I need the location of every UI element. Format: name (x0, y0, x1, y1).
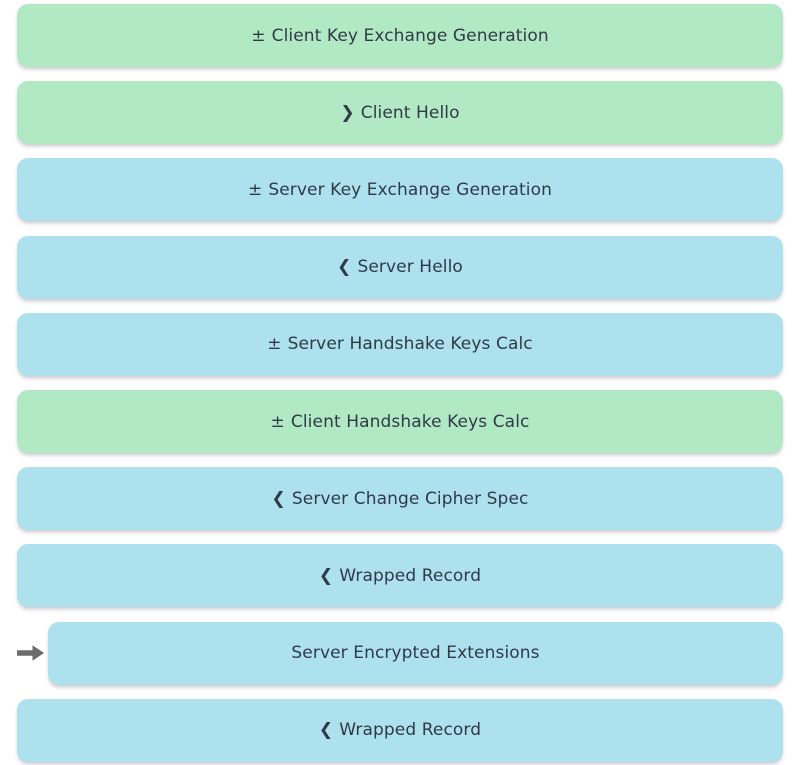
message-text: Server Hello (357, 257, 463, 278)
message-row[interactable]: Server Encrypted Extensions (48, 621, 783, 685)
message-text: Client Hello (360, 102, 460, 123)
right-arrow-icon (16, 642, 46, 664)
message-label: ❮Server Hello (337, 257, 463, 277)
chevron-left-icon: ❮ (337, 257, 352, 278)
message-label: ❯Client Hello (340, 103, 459, 123)
handshake-row-9: Server Encrypted Extensions (0, 621, 800, 685)
handshake-row-1: ±Client Key Exchange Generation (0, 4, 800, 67)
message-text: Client Key Exchange Generation (271, 25, 549, 46)
plus-minus-icon: ± (251, 25, 266, 46)
plus-minus-icon: ± (267, 334, 282, 355)
message-label: ±Server Handshake Keys Calc (267, 334, 532, 354)
handshake-row-7: ❮Server Change Cipher Spec (0, 467, 800, 531)
message-text: Server Handshake Keys Calc (287, 334, 533, 355)
message-row[interactable]: ❮Wrapped Record (17, 544, 783, 608)
message-row[interactable]: ❮Server Hello (17, 235, 783, 299)
handshake-row-6: ±Client Handshake Keys Calc (0, 390, 800, 453)
chevron-left-icon: ❮ (318, 720, 334, 741)
chevron-left-icon: ❮ (271, 488, 286, 509)
message-row[interactable]: ±Client Handshake Keys Calc (17, 390, 783, 453)
handshake-row-4: ❮Server Hello (0, 235, 800, 299)
handshake-row-8: ❮Wrapped Record (0, 544, 800, 608)
message-row[interactable]: ❯Client Hello (17, 81, 783, 145)
message-label: ❮Wrapped Record (319, 720, 481, 740)
handshake-row-3: ±Server Key Exchange Generation (0, 158, 800, 222)
message-label: ❮Wrapped Record (319, 566, 481, 586)
message-row[interactable]: ❮Wrapped Record (17, 698, 783, 762)
message-label: ±Client Key Exchange Generation (251, 26, 549, 46)
plus-minus-icon: ± (247, 179, 263, 200)
message-row[interactable]: ❮Server Change Cipher Spec (17, 467, 783, 531)
handshake-row-2: ❯Client Hello (0, 81, 800, 145)
message-row[interactable]: ±Client Key Exchange Generation (17, 4, 783, 67)
message-label: ±Server Key Exchange Generation (248, 180, 552, 200)
message-text: Server Change Cipher Spec (291, 488, 529, 509)
message-text: Wrapped Record (339, 720, 482, 741)
message-label: ❮Server Change Cipher Spec (272, 489, 529, 509)
handshake-row-10: ❮Wrapped Record (0, 698, 800, 762)
chevron-right-icon: ❯ (340, 102, 355, 123)
chevron-left-icon: ❮ (318, 565, 334, 586)
plus-minus-icon: ± (270, 411, 285, 432)
message-text: Wrapped Record (339, 565, 482, 586)
message-text: Server Encrypted Extensions (291, 643, 540, 664)
message-text: Client Handshake Keys Calc (290, 411, 530, 432)
message-row[interactable]: ±Server Key Exchange Generation (17, 158, 783, 222)
message-text: Server Key Exchange Generation (268, 179, 553, 200)
message-row[interactable]: ±Server Handshake Keys Calc (17, 312, 783, 376)
handshake-row-5: ±Server Handshake Keys Calc (0, 312, 800, 376)
message-label: ±Client Handshake Keys Calc (271, 412, 530, 432)
message-label: Server Encrypted Extensions (291, 643, 539, 663)
